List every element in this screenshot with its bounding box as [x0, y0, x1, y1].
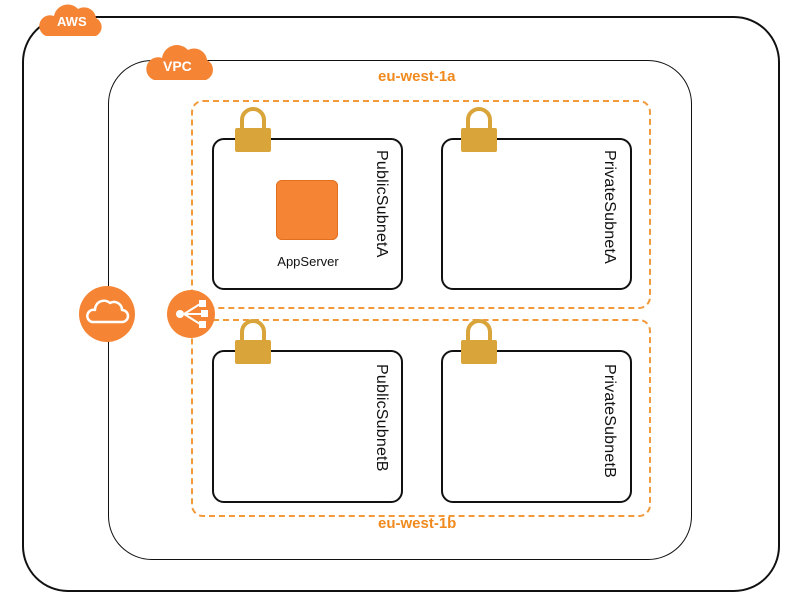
public-subnet-a-label: PublicSubnetA [373, 150, 390, 258]
padlock-icon [461, 107, 497, 152]
private-subnet-a [441, 138, 632, 290]
aws-cloud-boundary [22, 16, 780, 592]
vpc-label: VPC [163, 58, 192, 74]
availability-zone-a [191, 100, 651, 309]
aws-badge-icon [39, 4, 102, 37]
public-subnet-b [212, 350, 403, 503]
availability-zone-b [191, 319, 651, 517]
app-server-label: AppServer [277, 254, 339, 269]
private-subnet-a-label: PrivateSubnetA [601, 150, 618, 264]
public-subnet-b-label: PublicSubnetB [373, 364, 390, 472]
server-icon [276, 180, 338, 240]
load-balancer-icon [167, 290, 215, 338]
aws-label: AWS [57, 14, 87, 29]
padlock-icon [235, 107, 271, 152]
private-subnet-b-label: PrivateSubnetB [601, 364, 618, 478]
az-label-b: eu-west-1b [378, 515, 457, 532]
padlock-icon [235, 319, 271, 364]
az-label-a: eu-west-1a [378, 68, 456, 85]
cloud-icon [79, 286, 135, 342]
padlock-icon [461, 319, 497, 364]
private-subnet-b [441, 350, 632, 503]
vpc-badge-icon [146, 45, 213, 80]
